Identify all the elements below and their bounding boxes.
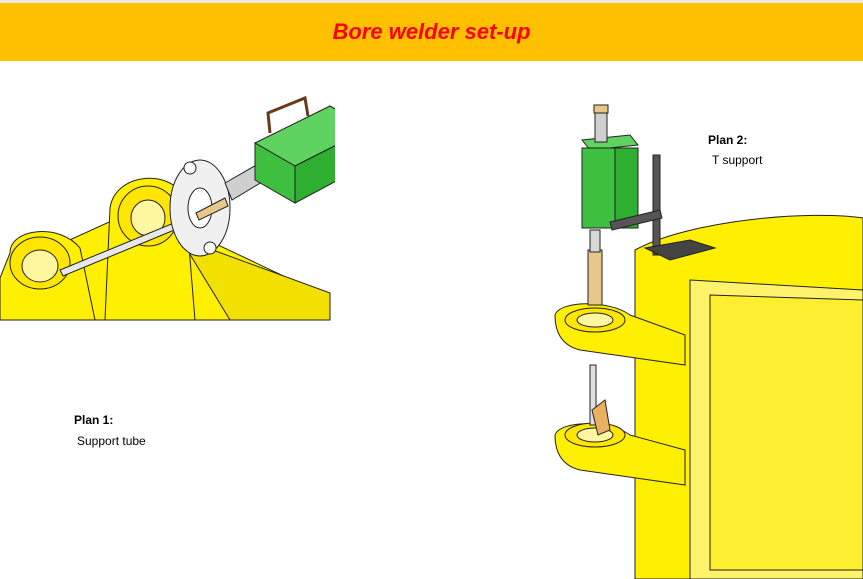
title-banner: Bore welder set-up (0, 3, 863, 61)
plan1-heading: Plan 1: (74, 413, 114, 427)
page-title: Bore welder set-up (332, 19, 531, 44)
plan1-illustration (0, 95, 335, 321)
top-border (0, 0, 863, 3)
plan1-caption: Plan 1: Support tube (74, 412, 146, 449)
plan2-caption: Plan 2: T support (708, 132, 762, 168)
plan1-text: Support tube (77, 434, 146, 448)
plan2-illustration (554, 104, 863, 579)
plan2-text: T support (712, 153, 763, 167)
plan2-heading: Plan 2: (708, 133, 748, 147)
